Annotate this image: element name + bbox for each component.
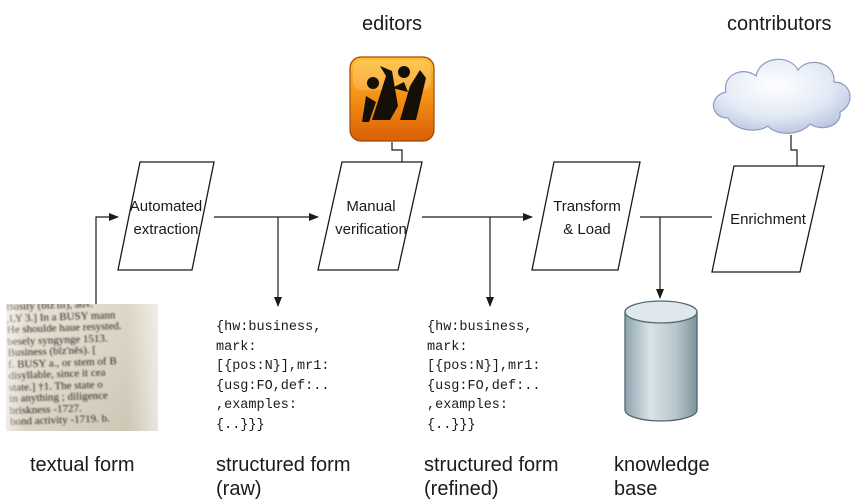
- contributors-cloud-icon: [712, 58, 851, 134]
- editors-label: editors: [362, 13, 423, 35]
- editors-icon: [349, 56, 435, 142]
- caption-structured-refined-line1: structured form: [424, 454, 559, 476]
- structured-form-refined-code: {hw:business, mark: [{pos:N}],mr1: {usg:FO,…: [427, 318, 540, 435]
- caption-structured-refined-line2: (refined): [424, 478, 499, 500]
- code-line: {..}}}: [427, 417, 476, 433]
- step-label-line2: & Load: [563, 221, 611, 238]
- contributors-label: contributors: [727, 13, 832, 35]
- knowledge-base-cylinder-icon: [624, 300, 698, 422]
- code-line: {usg:FO,def:..: [427, 378, 541, 394]
- step-shape: [117, 161, 215, 271]
- dictionary-scan-image: Busily (bĭz'ĭlĭ), adv.,LY 3.] In a BUSY …: [6, 304, 158, 431]
- step-enrichment: Enrichment: [711, 165, 825, 273]
- connector-contributors: [790, 135, 798, 166]
- step-transform-load: Transform & Load: [531, 161, 641, 271]
- caption-knowledge-base-line2: base: [614, 478, 658, 500]
- code-line: [{pos:N}],mr1:: [427, 359, 541, 374]
- step-label-line1: Transform: [553, 198, 621, 215]
- code-line: ,examples:: [216, 398, 298, 413]
- code-line: mark:: [216, 339, 257, 355]
- step-shape: [531, 161, 641, 271]
- code-line: {usg:FO,def:..: [216, 378, 330, 394]
- step-automated-extraction: Automated extraction: [117, 161, 215, 271]
- code-line: mark:: [427, 339, 468, 355]
- caption-knowledge-base-line1: knowledge: [614, 454, 710, 476]
- step-label-line2: verification: [335, 221, 407, 238]
- code-line: [{pos:N}],mr1:: [216, 359, 330, 374]
- structured-form-raw-code: {hw:business, mark: [{pos:N}],mr1: {usg:FO,…: [216, 318, 329, 435]
- connector-input: [95, 213, 119, 345]
- code-line: {hw:business,: [216, 320, 322, 335]
- code-line: {..}}}: [216, 417, 265, 433]
- step-label-line1: Manual: [346, 198, 395, 215]
- caption-textual-form: textual form: [30, 454, 135, 476]
- step-label-line1: Enrichment: [730, 211, 807, 228]
- caption-structured-raw-line1: structured form: [216, 454, 351, 476]
- step-shape: [317, 161, 423, 271]
- caption-structured-raw-line2: (raw): [216, 478, 262, 500]
- step-label-line1: Automated: [130, 198, 203, 215]
- code-line: {hw:business,: [427, 320, 533, 335]
- connector-editors: [391, 142, 403, 162]
- step-label-line2: extraction: [133, 221, 198, 238]
- code-line: ,examples:: [427, 398, 509, 413]
- step-shape: [711, 165, 825, 273]
- scan-vignette: [6, 304, 158, 431]
- step-manual-verification: Manual verification: [317, 161, 423, 271]
